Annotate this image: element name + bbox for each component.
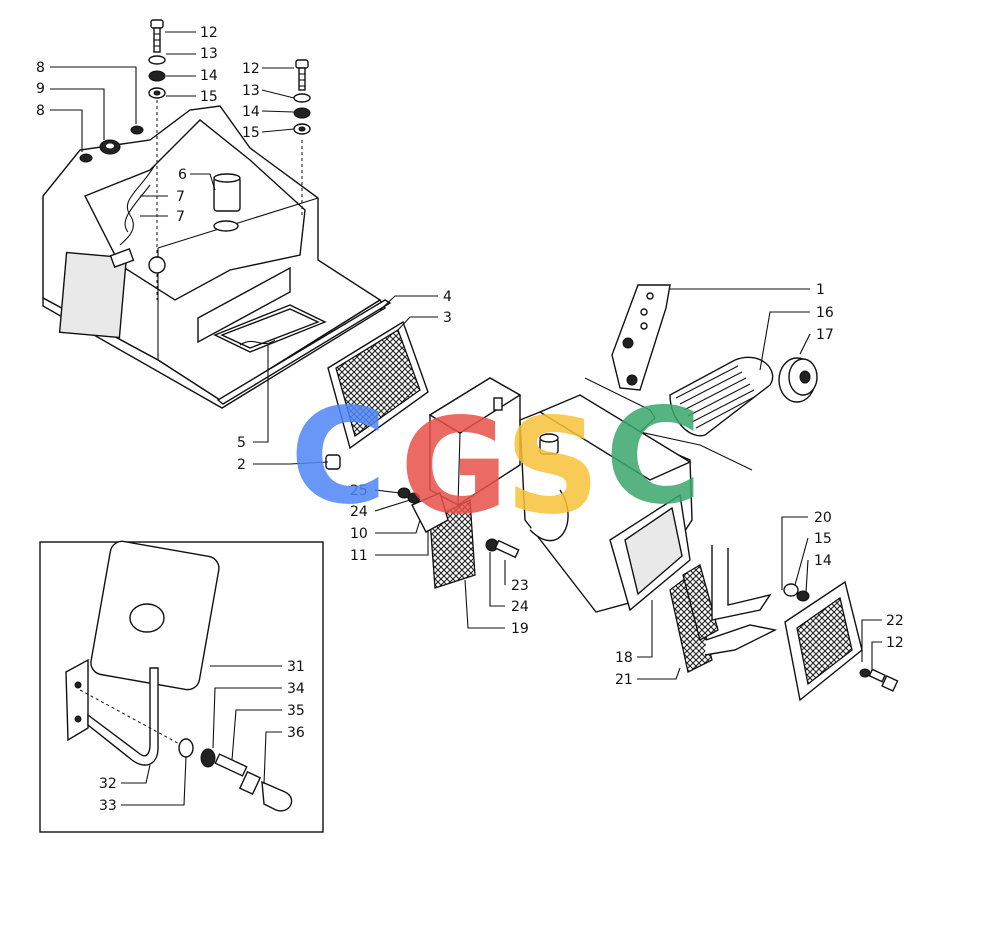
callout-13: 13 — [200, 46, 218, 62]
callout-20: 20 — [814, 510, 832, 526]
callout-19: 19 — [511, 621, 529, 637]
watermark-letter: C — [290, 380, 387, 534]
fan-shroud — [428, 377, 522, 506]
grommet — [79, 153, 93, 163]
callout-24: 24 — [511, 599, 529, 615]
callout-7: 7 — [176, 209, 185, 225]
callout-14: 14 — [200, 68, 218, 84]
housing — [42, 105, 386, 409]
watermark-logo: C G S C — [290, 380, 702, 544]
callout-13: 13 — [242, 83, 260, 99]
mounting-bracket — [611, 284, 671, 391]
bolt-stack-right — [293, 59, 311, 135]
v-belt — [669, 356, 774, 437]
wire-harness — [109, 164, 156, 268]
leader-lines — [50, 31, 882, 806]
ring-nut — [99, 139, 121, 155]
grommet — [130, 125, 144, 135]
callout-12: 12 — [886, 635, 904, 651]
callout-5: 5 — [237, 435, 246, 451]
end-cover-plate — [784, 580, 863, 702]
callout-8: 8 — [36, 103, 45, 119]
callout-10: 10 — [350, 526, 368, 542]
callout-6: 6 — [178, 167, 187, 183]
callout-36: 36 — [287, 725, 305, 741]
mesh-panel — [325, 320, 429, 470]
callout-22: 22 — [886, 613, 904, 629]
callout-34: 34 — [287, 681, 305, 697]
watermark-letter: G — [400, 390, 508, 544]
callout-14: 14 — [814, 553, 832, 569]
belt-guide-line — [584, 377, 753, 471]
watermark-letter: C — [605, 380, 702, 534]
callout-12: 12 — [200, 25, 218, 41]
cup-cylinder — [213, 173, 241, 232]
callout-35: 35 — [287, 703, 305, 719]
callout-21: 21 — [615, 672, 633, 688]
callout-25: 25 — [350, 483, 368, 499]
callout-24: 24 — [350, 504, 368, 520]
hardware-middle — [397, 487, 520, 559]
callout-2: 2 — [237, 457, 246, 473]
callout-14: 14 — [242, 104, 260, 120]
callout-12: 12 — [242, 61, 260, 77]
mirror-arm — [65, 658, 159, 766]
callout-9: 9 — [36, 81, 45, 97]
pulley — [778, 357, 818, 403]
reservoir-tank — [519, 394, 693, 613]
callout-11: 11 — [350, 548, 368, 564]
callout-15: 15 — [814, 531, 832, 547]
callout-32: 32 — [99, 776, 117, 792]
callout-3: 3 — [443, 310, 452, 326]
callout-7: 7 — [176, 189, 185, 205]
mirror-hardware — [178, 738, 293, 812]
callout-31: 31 — [287, 659, 305, 675]
strainer-element — [669, 564, 719, 673]
callout-8: 8 — [36, 60, 45, 76]
callout-1: 1 — [816, 282, 825, 298]
callout-15: 15 — [200, 89, 218, 105]
hardware-right — [783, 583, 899, 692]
callout-33: 33 — [99, 798, 117, 814]
callout-23: 23 — [511, 578, 529, 594]
cover-plate — [213, 304, 327, 353]
callout-17: 17 — [816, 327, 834, 343]
callout-16: 16 — [816, 305, 834, 321]
clip-bracket — [704, 545, 778, 656]
trim-strip — [216, 299, 392, 405]
callout-15: 15 — [242, 125, 260, 141]
mirror-head — [90, 540, 220, 691]
callout-labels: 12 13 14 15 8 9 8 12 13 14 15 6 7 7 4 3 … — [36, 25, 904, 814]
alignment-line — [79, 689, 186, 748]
watermark-letter: S — [505, 390, 600, 544]
callout-4: 4 — [443, 289, 452, 305]
callout-18: 18 — [615, 650, 633, 666]
bolt-stack-left — [148, 19, 166, 99]
